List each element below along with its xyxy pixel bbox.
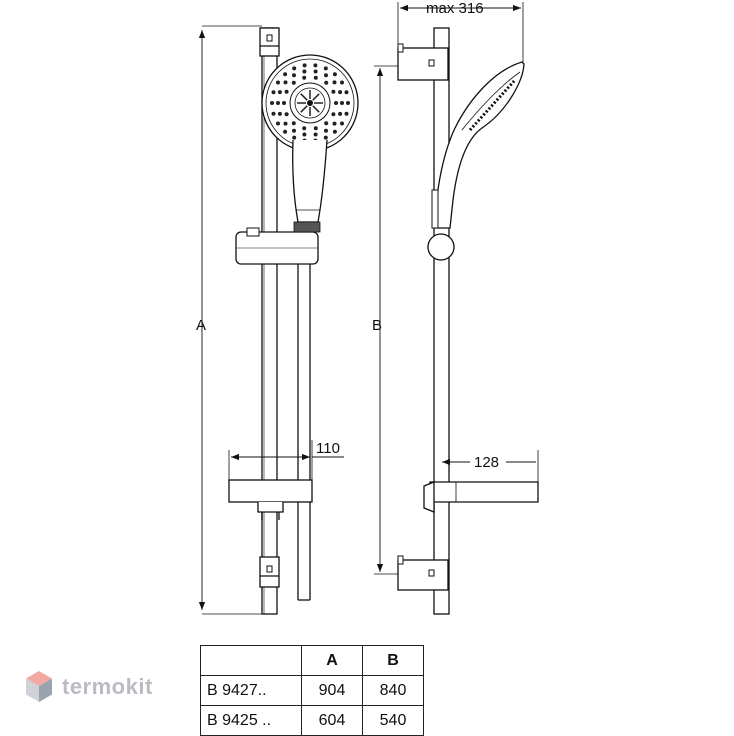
table-cell-a: 904 <box>301 675 363 706</box>
table-row: B 9425 .. 604 540 <box>200 705 424 736</box>
dimension-a-label: A <box>196 317 206 334</box>
brand-watermark: termokit <box>24 670 153 704</box>
table-header-a: A <box>301 645 363 676</box>
table-header-row: A B <box>200 645 424 676</box>
slider-knob <box>427 233 455 261</box>
dimension-110-label: 110 <box>316 440 340 457</box>
table-row: B 9427.. 904 840 <box>200 675 424 706</box>
table-cell-b: 540 <box>362 705 424 736</box>
dimension-128-label: 128 <box>474 454 499 471</box>
dimension-table: A B B 9427.. 904 840 B 9425 .. 604 540 <box>200 645 424 736</box>
rail-side <box>433 27 450 615</box>
brand-logo-icon <box>26 671 52 702</box>
soap-dish-front <box>228 479 313 520</box>
shower-hose <box>297 215 311 601</box>
wall-bracket-bottom <box>397 555 449 591</box>
table-cell-a: 604 <box>301 705 363 736</box>
side-view <box>374 2 539 615</box>
shower-rail <box>259 27 280 615</box>
table-cell-b: 840 <box>362 675 424 706</box>
table-cell-model: B 9425 .. <box>200 705 302 736</box>
dimension-max-label: max 316 <box>426 0 484 17</box>
table-header-b: B <box>362 645 424 676</box>
wall-bracket-top <box>397 43 449 81</box>
front-view <box>198 25 359 615</box>
brand-name: termokit <box>62 674 153 699</box>
slider-holder <box>235 221 321 265</box>
soap-dish-side <box>423 481 539 513</box>
hand-shower-front <box>261 54 359 223</box>
hand-shower-side <box>431 61 525 229</box>
table-header-model <box>200 645 302 676</box>
table-cell-model: B 9427.. <box>200 675 302 706</box>
dimension-b-label: B <box>372 317 382 334</box>
